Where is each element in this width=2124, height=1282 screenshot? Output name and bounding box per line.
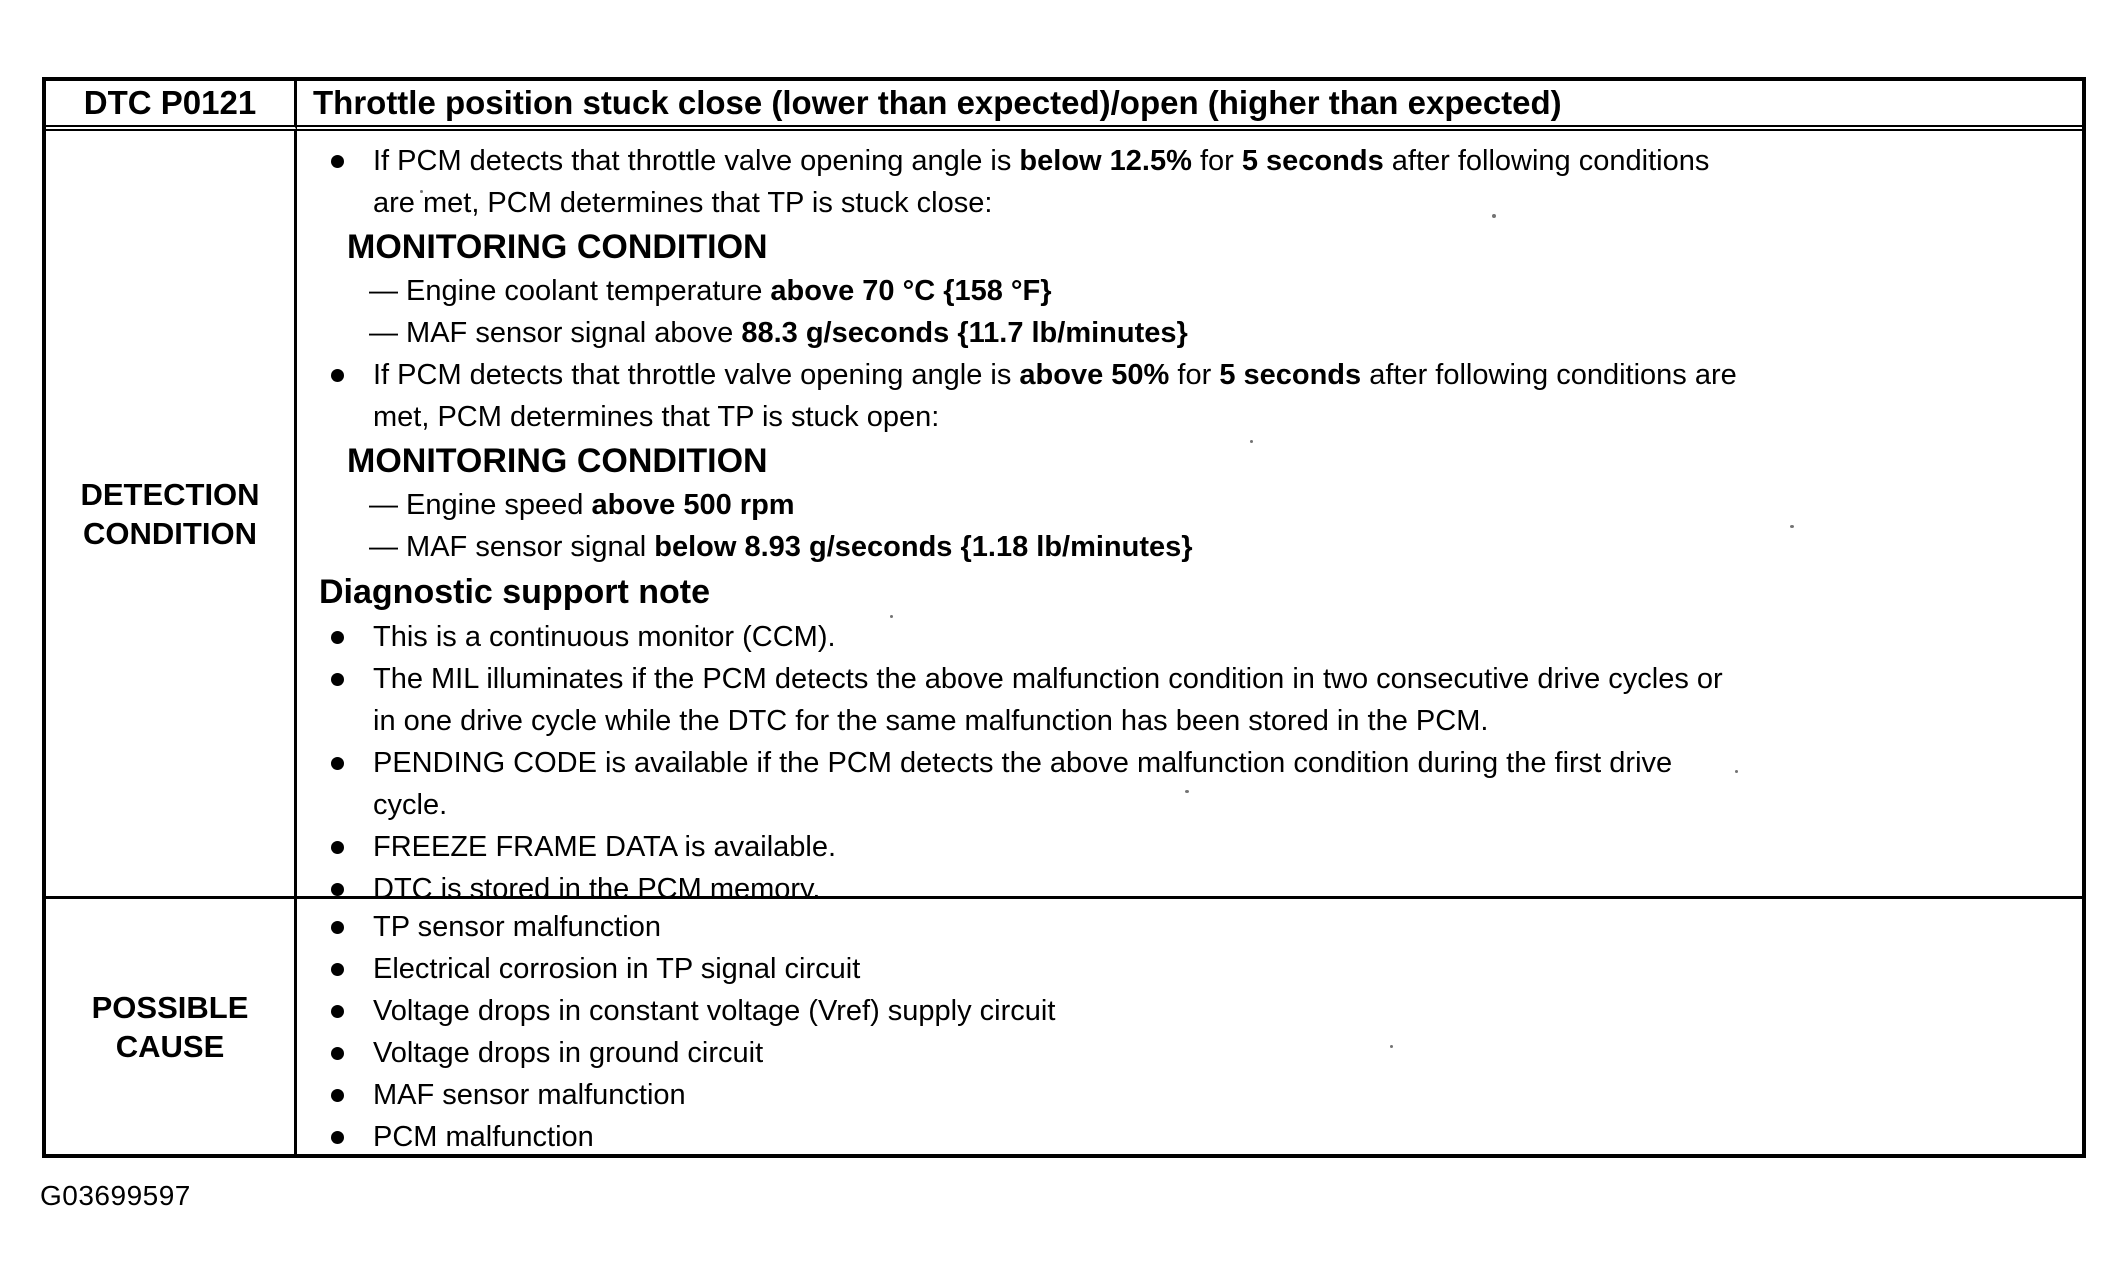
text-content: The MIL illuminates if the PCM detects t… <box>373 663 1723 695</box>
bullet-icon <box>331 1131 344 1144</box>
bullet-icon <box>331 841 344 854</box>
detection-condition-content: If PCM detects that throttle valve openi… <box>297 131 2082 899</box>
dtc-info-table: DTC P0121 Throttle position stuck close … <box>42 77 2086 1158</box>
text-line-bullet: This is a continuous monitor (CCM). <box>311 616 2058 658</box>
text-content: Voltage drops in constant voltage (Vref)… <box>373 995 1056 1027</box>
bullet-icon <box>331 1005 344 1018</box>
text-line-bullet: Voltage drops in constant voltage (Vref)… <box>311 990 2058 1032</box>
text-content: — Engine speed above 500 rpm <box>369 489 795 521</box>
text-line-bullet: If PCM detects that throttle valve openi… <box>311 140 2058 182</box>
text-line-bullet: Voltage drops in ground circuit <box>311 1032 2058 1074</box>
text-line-cont: met, PCM determines that TP is stuck ope… <box>311 396 2058 438</box>
text-content: — MAF sensor signal above 88.3 g/seconds… <box>369 317 1188 349</box>
text-line-dash: — Engine coolant temperature above 70 °C… <box>311 270 2058 312</box>
text-content: If PCM detects that throttle valve openi… <box>373 359 1737 391</box>
text-content: PENDING CODE is available if the PCM det… <box>373 747 1673 779</box>
possible-cause-label: POSSIBLE CAUSE <box>46 899 297 1154</box>
text-line-sub: MONITORING CONDITION <box>311 438 2058 484</box>
scan-artifact <box>1735 770 1738 773</box>
bullet-icon <box>331 757 344 770</box>
text-content: MONITORING CONDITION <box>347 228 768 266</box>
text-content: DTC is stored in the PCM memory. <box>373 873 821 899</box>
bullet-icon <box>331 963 344 976</box>
text-content: TP sensor malfunction <box>373 911 661 943</box>
text-content: Diagnostic support note <box>319 573 710 611</box>
text-line-cont: in one drive cycle while the DTC for the… <box>311 700 2058 742</box>
text-line-cont: cycle. <box>311 784 2058 826</box>
text-line-bullet: FREEZE FRAME DATA is available. <box>311 826 2058 868</box>
text-content: cycle. <box>373 789 448 821</box>
detection-condition-label: DETECTION CONDITION <box>46 131 297 899</box>
bullet-icon <box>331 1089 344 1102</box>
scan-artifact <box>1790 525 1794 528</box>
text-line-bullet: Electrical corrosion in TP signal circui… <box>311 948 2058 990</box>
text-content: FREEZE FRAME DATA is available. <box>373 831 837 863</box>
bullet-icon <box>331 631 344 644</box>
text-line-dash: — MAF sensor signal below 8.93 g/seconds… <box>311 526 2058 568</box>
text-content: met, PCM determines that TP is stuck ope… <box>373 401 940 433</box>
scan-artifact <box>1390 1045 1393 1048</box>
text-content: Electrical corrosion in TP signal circui… <box>373 953 861 985</box>
text-line-dash: — Engine speed above 500 rpm <box>311 484 2058 526</box>
text-line-bullet: PCM malfunction <box>311 1116 2058 1154</box>
bullet-icon <box>331 155 344 168</box>
text-line-bullet: If PCM detects that throttle valve openi… <box>311 354 2058 396</box>
text-line-bullet: MAF sensor malfunction <box>311 1074 2058 1116</box>
scan-artifact <box>1185 790 1189 793</box>
text-content: If PCM detects that throttle valve openi… <box>373 145 1710 177</box>
text-content: are met, PCM determines that TP is stuck… <box>373 187 993 219</box>
bullet-icon <box>331 1047 344 1060</box>
text-content: — MAF sensor signal below 8.93 g/seconds… <box>369 531 1193 563</box>
text-line-bullet: TP sensor malfunction <box>311 906 2058 948</box>
bullet-icon <box>331 883 344 896</box>
text-content: PCM malfunction <box>373 1121 594 1153</box>
scan-artifact <box>890 615 893 618</box>
scan-artifact <box>1250 440 1253 443</box>
text-line-dash: — MAF sensor signal above 88.3 g/seconds… <box>311 312 2058 354</box>
bullet-icon <box>331 673 344 686</box>
text-content: MONITORING CONDITION <box>347 442 768 480</box>
text-line-bullet: DTC is stored in the PCM memory. <box>311 868 2058 899</box>
text-line-bullet: The MIL illuminates if the PCM detects t… <box>311 658 2058 700</box>
dtc-title-cell: Throttle position stuck close (lower tha… <box>297 81 2082 131</box>
text-content: MAF sensor malfunction <box>373 1079 686 1111</box>
bullet-icon <box>331 369 344 382</box>
text-content: Voltage drops in ground circuit <box>373 1037 764 1069</box>
figure-id: G03699597 <box>40 1180 191 1211</box>
text-content: — Engine coolant temperature above 70 °C… <box>369 275 1052 307</box>
text-content: This is a continuous monitor (CCM). <box>373 621 836 653</box>
bullet-icon <box>331 921 344 934</box>
text-content: in one drive cycle while the DTC for the… <box>373 705 1489 737</box>
text-line-cont: are met, PCM determines that TP is stuck… <box>311 182 2058 224</box>
scan-artifact <box>1492 214 1496 218</box>
text-line-note: Diagnostic support note <box>311 568 2058 616</box>
text-line-sub: MONITORING CONDITION <box>311 224 2058 270</box>
dtc-code-cell: DTC P0121 <box>46 81 297 131</box>
scan-artifact <box>420 190 423 193</box>
text-line-bullet: PENDING CODE is available if the PCM det… <box>311 742 2058 784</box>
